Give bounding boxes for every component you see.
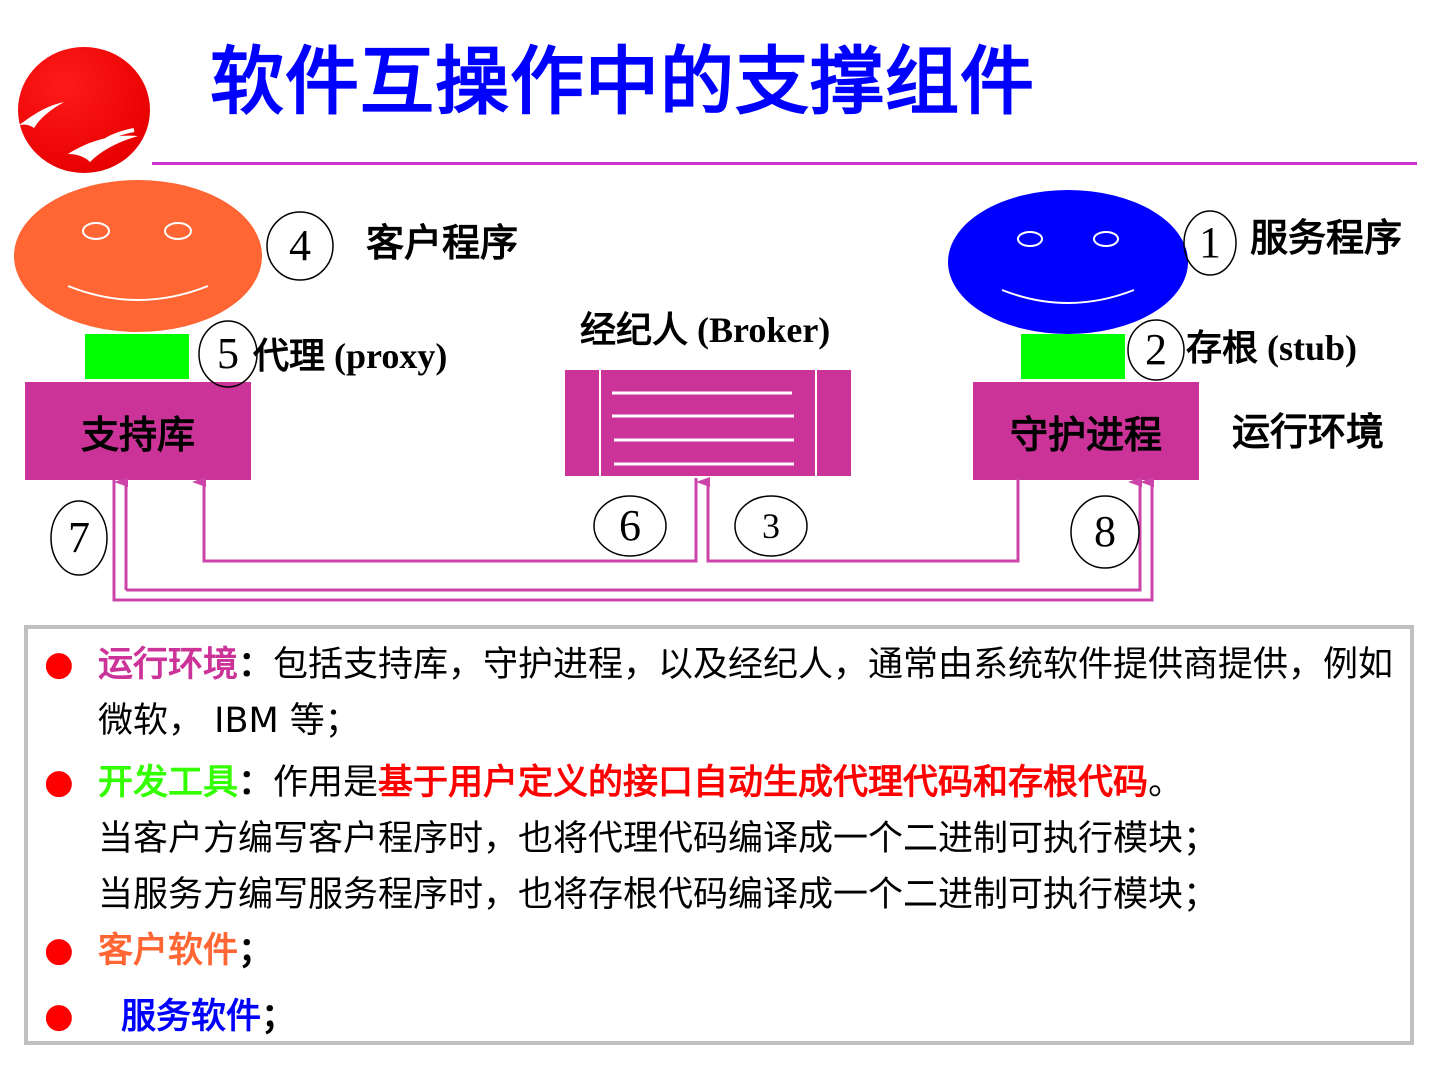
client-program-label: 客户程序 [366,224,518,262]
broker-label: 经纪人 (Broker) [580,312,830,348]
term-devtools: 开发工具 [98,763,238,803]
number-3: 3 [735,496,807,556]
note-server-software: 服务软件； [121,989,1421,1045]
number-2: 2 [1128,320,1184,380]
number-1: 1 [1184,211,1236,275]
term-runtime: 运行环境 [98,645,238,685]
note-devtools: 开发工具：作用是基于用户定义的接口自动生成代理代码和存根代码。 当客户方编写客户… [98,755,1398,923]
devtools-server-line: 当服务方编写服务程序时，也将存根代码编译成一个二进制可执行模块； [98,875,1218,915]
devtools-client-line: 当客户方编写客户程序时，也将代理代码编译成一个二进制可执行模块； [98,819,1218,859]
number-8: 8 [1071,496,1139,568]
number-4: 4 [267,212,333,280]
stub-label: 存根 (stub) [1186,330,1357,366]
proxy-label: 代理 (proxy) [253,338,447,374]
notes-panel: ● 运行环境：包括支持库，守护进程，以及经纪人，通常由系统软件提供商提供，例如微… [24,625,1414,1045]
bullet-dot: ● [44,999,74,1033]
number-5: 5 [199,321,257,387]
devtools-highlight: 基于用户定义的接口自动生成代理代码和存根代码 [378,763,1148,803]
bullet-dot: ● [44,765,74,799]
note-client-software: 客户软件； [98,923,1398,979]
runtime-description: 包括支持库，守护进程，以及经纪人，通常由系统软件提供商提供，例如微软， IBM … [98,645,1393,741]
term-client-software: 客户软件 [98,931,238,971]
bullet-dot: ● [44,933,74,967]
runtime-env-label: 运行环境 [1232,413,1384,451]
number-7: 7 [51,501,107,575]
term-server-software: 服务软件 [121,997,261,1037]
server-program-label: 服务程序 [1250,219,1402,257]
bullet-dot: ● [44,647,74,681]
note-runtime: 运行环境：包括支持库，守护进程，以及经纪人，通常由系统软件提供商提供，例如微软，… [98,637,1398,749]
number-6: 6 [594,496,666,556]
